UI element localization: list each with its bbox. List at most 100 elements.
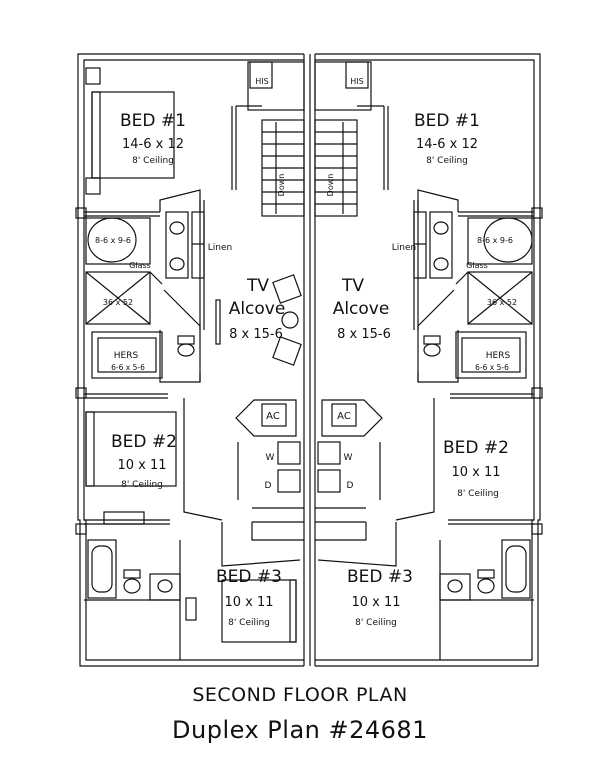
interior-wall <box>448 519 534 525</box>
vanity <box>149 573 181 601</box>
washer-label: W <box>344 453 353 463</box>
closet <box>91 331 163 379</box>
linen-closet <box>191 211 205 279</box>
ac-unit <box>331 403 357 427</box>
bed3-size: 10 x 11 <box>224 595 273 610</box>
nightstand <box>85 177 101 195</box>
hers-size: 6-6 x 5-6 <box>475 363 509 372</box>
interior-wall <box>450 393 534 399</box>
bed2-ceiling: 8' Ceiling <box>121 480 163 490</box>
vanity <box>165 211 189 279</box>
interior-wall <box>383 106 389 190</box>
interior-wall <box>84 393 168 399</box>
right-unit: BED #1 14-6 x 12 8' Ceiling 8-6 x 9-6 Gl… <box>314 53 543 667</box>
bed1-ceiling: 8' Ceiling <box>132 156 174 166</box>
tv-alcove-line2: Alcove <box>333 299 390 319</box>
interior-wall <box>84 519 170 525</box>
left-unit: BED #1 14-6 x 12 8' Ceiling 8-6 x 9-6 Gl… <box>75 53 305 667</box>
plan-title: SECOND FLOOR PLAN <box>192 684 408 706</box>
interior-wall <box>231 106 237 190</box>
dryer-label: D <box>347 481 354 491</box>
ac-closet <box>235 399 297 437</box>
glass-label: Glass <box>129 261 151 270</box>
closet-shelf <box>461 337 521 373</box>
bed3-ceiling: 8' Ceiling <box>228 618 270 628</box>
bed1-size: 14-6 x 12 <box>416 137 478 152</box>
wall-notch <box>531 207 543 219</box>
interior-wall <box>395 398 435 521</box>
stair-treads <box>315 131 357 205</box>
shower-label: 36 x 52 <box>103 298 133 307</box>
vanity <box>439 573 471 601</box>
bed3-name: BED #3 <box>347 567 413 587</box>
tv-stand <box>215 299 221 345</box>
shower <box>467 271 533 325</box>
his-closet <box>345 61 369 89</box>
headboard <box>289 579 297 643</box>
wall-notch <box>75 207 87 219</box>
desk <box>185 597 197 621</box>
shower <box>85 271 151 325</box>
closet <box>455 331 527 379</box>
bed2-size: 10 x 11 <box>451 465 500 480</box>
sink <box>447 579 463 593</box>
dryer <box>277 469 301 493</box>
wall-notch <box>75 523 87 535</box>
headboard <box>91 91 101 179</box>
wall-notch <box>531 387 543 399</box>
toilet-bowl <box>477 578 495 594</box>
his-label: HIS <box>350 77 363 86</box>
sink <box>433 257 449 271</box>
dresser <box>103 511 145 525</box>
tub-deck <box>85 217 151 265</box>
his-closet <box>249 61 273 89</box>
bed1-name: BED #1 <box>120 111 186 131</box>
bathtub <box>501 539 531 599</box>
ac-unit <box>261 403 287 427</box>
toilet-tank <box>123 569 141 579</box>
interior-wall <box>458 211 534 217</box>
closet-shelf <box>97 337 157 373</box>
stair-wall <box>247 61 305 111</box>
washer <box>277 441 301 465</box>
wall-notch <box>531 523 543 535</box>
bed-furniture <box>221 579 297 643</box>
washer <box>317 441 341 465</box>
glass-line <box>455 271 469 285</box>
side-table <box>281 311 299 329</box>
bed2-ceiling: 8' Ceiling <box>457 489 499 499</box>
interior-wall <box>183 398 223 521</box>
party-wall <box>303 54 316 666</box>
tv-alcove-size: 8 x 15-6 <box>337 327 391 342</box>
bed1-name: BED #1 <box>414 111 480 131</box>
tub-label: 8-6 x 9-6 <box>95 236 131 245</box>
bathtub-inner <box>505 545 527 593</box>
toilet-bowl <box>177 343 195 357</box>
interior-wall <box>84 211 160 217</box>
stair-wall <box>314 61 372 111</box>
dryer <box>317 469 341 493</box>
chair <box>272 274 302 304</box>
glass-line <box>149 271 163 285</box>
vanity <box>429 211 453 279</box>
bed2-name: BED #2 <box>111 432 177 452</box>
linen-closet <box>413 211 427 279</box>
headboard <box>85 411 95 487</box>
bed1-ceiling: 8' Ceiling <box>426 156 468 166</box>
nightstand <box>85 67 101 85</box>
linen-label: Linen <box>208 243 232 253</box>
ac-closet <box>321 399 383 437</box>
hers-name: HERS <box>486 351 511 361</box>
tv-alcove-line2: Alcove <box>229 299 286 319</box>
interior-wall <box>315 507 366 523</box>
toilet-bowl <box>123 578 141 594</box>
toilet-tank <box>177 335 195 345</box>
interior-wall <box>159 189 201 212</box>
ac-label: AC <box>337 411 351 422</box>
linen-label: Linen <box>392 243 416 253</box>
glass-label: Glass <box>466 261 488 270</box>
bed2-name: BED #2 <box>443 438 509 458</box>
washer-label: W <box>266 453 275 463</box>
tub-label: 8-6 x 9-6 <box>477 236 513 245</box>
interior-wall <box>221 522 301 567</box>
